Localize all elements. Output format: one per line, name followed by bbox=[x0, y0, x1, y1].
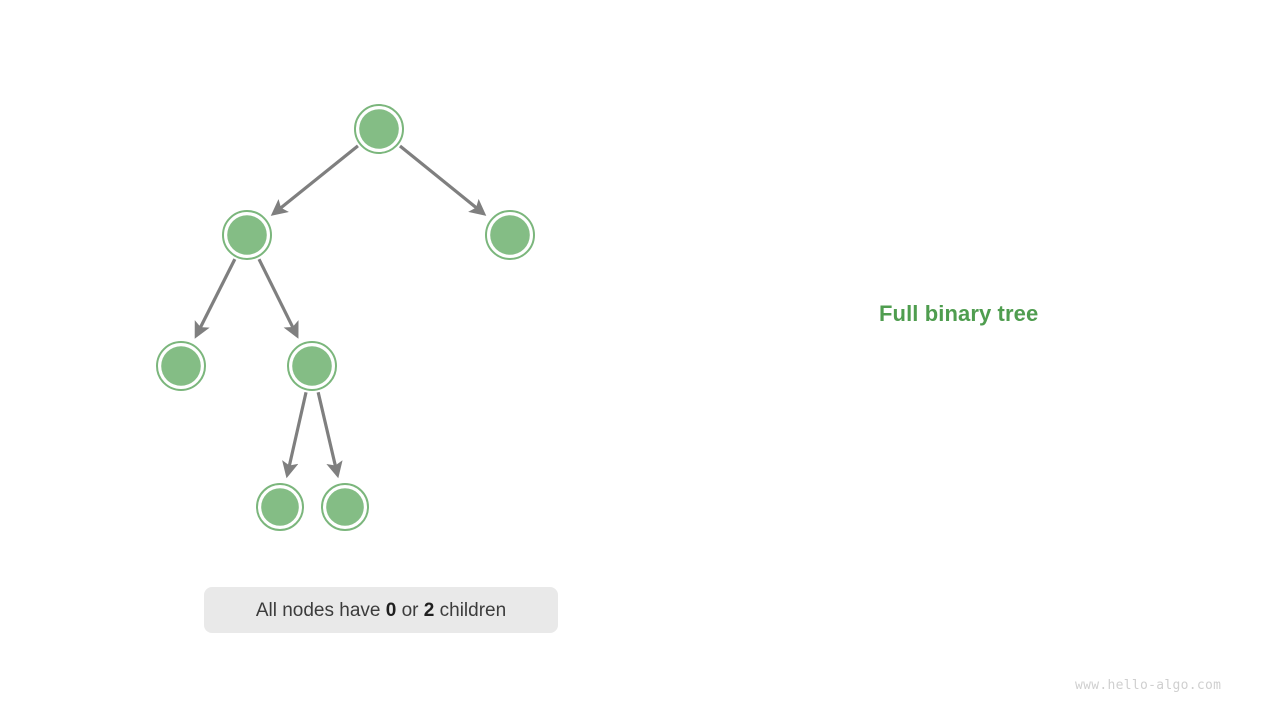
caption-middle: or bbox=[396, 599, 424, 621]
node-fill-circle bbox=[292, 346, 332, 386]
node-gap-ring bbox=[289, 343, 335, 389]
node-gap-ring bbox=[224, 212, 270, 258]
caption-bold-two: 2 bbox=[423, 599, 435, 621]
tree-node-lr-left[interactable] bbox=[256, 483, 304, 531]
tree-node-root[interactable] bbox=[354, 104, 404, 154]
caption-bold-zero: 0 bbox=[385, 599, 397, 621]
tree-node-left-right[interactable] bbox=[287, 341, 337, 391]
node-gap-ring bbox=[356, 106, 402, 152]
node-gap-ring bbox=[323, 485, 367, 529]
node-fill-circle bbox=[161, 346, 201, 386]
tree-edge-left-to-left-left bbox=[194, 258, 237, 339]
node-fill-circle bbox=[326, 488, 364, 526]
node-layer bbox=[156, 104, 535, 531]
tree-edge-left-to-left-right bbox=[257, 258, 299, 339]
node-gap-ring bbox=[487, 212, 533, 258]
caption-text: All nodes have 0 or 2 children bbox=[256, 601, 506, 620]
node-outer-ring bbox=[354, 104, 404, 154]
node-fill-circle bbox=[490, 215, 530, 255]
node-outer-ring bbox=[287, 341, 337, 391]
node-outer-ring bbox=[321, 483, 369, 531]
page-title: Full binary tree bbox=[879, 301, 1039, 326]
caption-prefix: All nodes have bbox=[255, 599, 386, 621]
tree-edge-root-to-right bbox=[398, 144, 487, 216]
edge-layer bbox=[194, 144, 487, 479]
node-outer-ring bbox=[256, 483, 304, 531]
node-gap-ring bbox=[158, 343, 204, 389]
node-fill-circle bbox=[359, 109, 399, 149]
node-outer-ring bbox=[156, 341, 206, 391]
watermark: www.hello-algo.com bbox=[1075, 678, 1222, 693]
node-fill-circle bbox=[227, 215, 267, 255]
node-gap-ring bbox=[258, 485, 302, 529]
tree-node-left-left[interactable] bbox=[156, 341, 206, 391]
tree-node-lr-right[interactable] bbox=[321, 483, 369, 531]
node-outer-ring bbox=[485, 210, 535, 260]
tree-edge-left-right-to-lr-right bbox=[316, 391, 343, 479]
tree-edge-left-right-to-lr-left bbox=[282, 391, 308, 479]
caption-badge: All nodes have 0 or 2 children bbox=[204, 587, 558, 633]
tree-node-right[interactable] bbox=[485, 210, 535, 260]
node-fill-circle bbox=[261, 488, 299, 526]
node-outer-ring bbox=[222, 210, 272, 260]
caption-suffix: children bbox=[434, 599, 507, 621]
tree-node-left[interactable] bbox=[222, 210, 272, 260]
tree-edge-root-to-left bbox=[270, 144, 359, 216]
